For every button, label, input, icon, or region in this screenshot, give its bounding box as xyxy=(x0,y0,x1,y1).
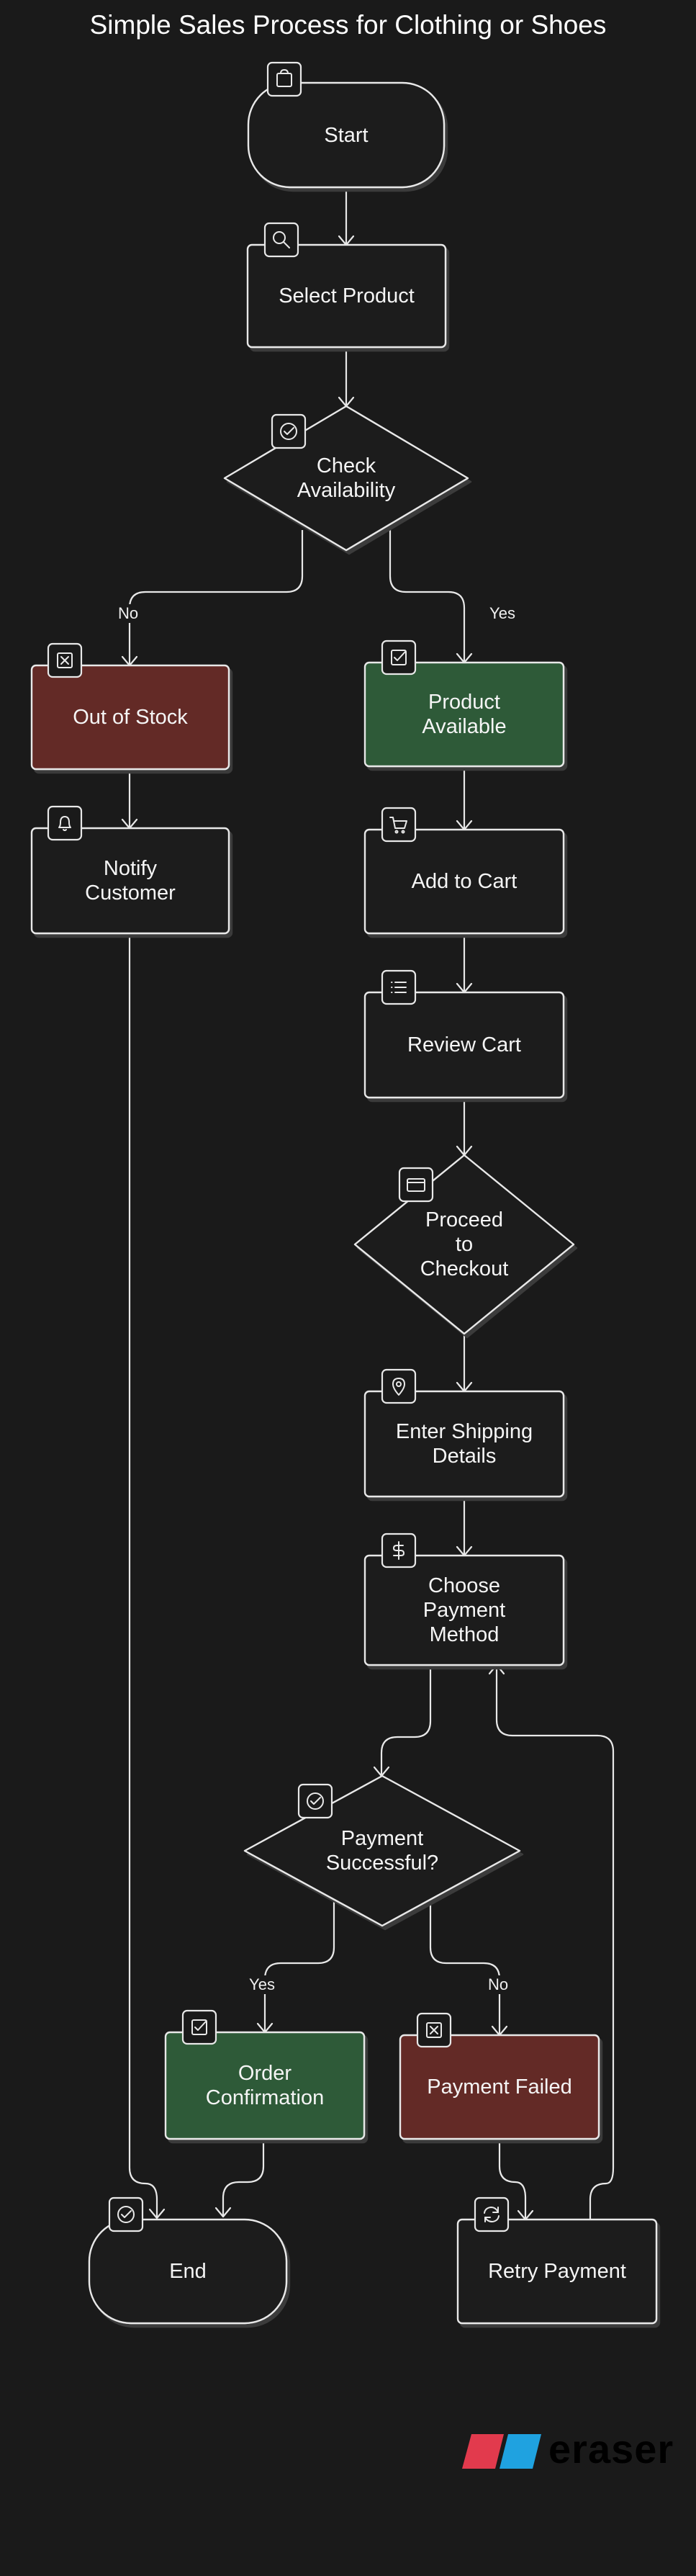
refresh-icon xyxy=(474,2196,510,2232)
check-square-icon xyxy=(381,639,417,676)
node-start-shape[interactable] xyxy=(247,81,446,189)
node-payment-failed-shape[interactable] xyxy=(399,2034,600,2140)
credit-card-icon xyxy=(398,1167,434,1203)
arrowhead xyxy=(148,2208,166,2220)
edge-payment-success xyxy=(380,1665,432,1776)
check-circle-icon xyxy=(271,413,307,449)
edge-label-payment-no: No xyxy=(484,1975,512,1994)
check-circle-icon xyxy=(108,2196,144,2232)
edge-success-failed xyxy=(429,1901,501,2035)
node-payment-failed-label: Payment Failed xyxy=(427,2075,572,2099)
edge-label-availability-no: No xyxy=(114,604,142,623)
edge-check-outofstock xyxy=(128,530,304,665)
node-add-to-cart-shape[interactable] xyxy=(363,828,565,935)
eraser-logo-icon xyxy=(462,2434,541,2469)
node-product-available-shape[interactable] xyxy=(363,661,565,768)
diagram-title: Simple Sales Process for Clothing or Sho… xyxy=(89,10,607,40)
edge-retry-payment xyxy=(495,1665,615,2220)
node-review-cart-shape[interactable] xyxy=(363,991,565,1099)
dollar-sign-icon xyxy=(381,1532,417,1569)
node-out-of-stock-label: Out of Stock xyxy=(73,706,188,729)
search-icon xyxy=(263,222,299,258)
check-circle-icon xyxy=(297,1783,333,1819)
edge-check-available xyxy=(389,530,466,663)
node-review-cart-label: Review Cart xyxy=(407,1033,521,1056)
edge-confirmation-end xyxy=(222,2139,265,2217)
node-order-confirmation-shape[interactable] xyxy=(164,2031,366,2140)
node-end-shape[interactable] xyxy=(88,2218,288,2325)
node-notify-customer-label: Notify Customer xyxy=(85,857,176,905)
node-out-of-stock-shape[interactable] xyxy=(30,664,230,771)
node-enter-shipping-shape[interactable] xyxy=(363,1390,565,1498)
node-enter-shipping-label: Enter Shipping Details xyxy=(395,1420,533,1468)
node-retry-payment-shape[interactable] xyxy=(456,2218,658,2325)
edge-label-availability-yes: Yes xyxy=(487,604,518,623)
node-product-available-label: Product Available xyxy=(422,691,507,738)
node-add-to-cart-label: Add to Cart xyxy=(411,870,518,893)
node-choose-payment-label: Choose Payment Method xyxy=(422,1574,506,1646)
node-end-label: End xyxy=(169,2260,207,2283)
x-square-icon xyxy=(416,2012,452,2048)
node-check-availability-label: Check Availability xyxy=(297,454,396,502)
list-icon xyxy=(381,969,417,1005)
edge-notify-end xyxy=(128,933,158,2218)
nodes xyxy=(30,81,658,2325)
shopping-bag-icon xyxy=(266,61,302,97)
x-square-icon xyxy=(47,642,83,678)
node-start-label: Start xyxy=(324,123,369,147)
shopping-cart-icon xyxy=(381,807,417,843)
node-select-product-shape[interactable] xyxy=(246,243,447,349)
check-square-icon xyxy=(181,2009,217,2045)
edge-label-payment-yes: Yes xyxy=(246,1975,278,1994)
bell-icon xyxy=(47,805,83,841)
node-proceed-checkout-label: Proceed to Checkout xyxy=(420,1208,509,1280)
node-order-confirmation-label: Order Confirmation xyxy=(205,2062,325,2109)
edge-failed-retry xyxy=(498,2139,527,2220)
node-select-product-label: Select Product xyxy=(279,284,415,308)
node-choose-payment-shape[interactable] xyxy=(363,1554,565,1666)
node-payment-successful-label: Payment Successful? xyxy=(325,1827,439,1875)
edge-success-confirmation xyxy=(263,1901,335,2032)
map-pin-icon xyxy=(381,1368,417,1404)
node-retry-payment-label: Retry Payment xyxy=(488,2260,626,2283)
icons xyxy=(47,61,510,2232)
arrowhead xyxy=(214,2207,232,2218)
eraser-logo-text: eraser xyxy=(548,2426,674,2472)
node-notify-customer-shape[interactable] xyxy=(30,827,230,935)
